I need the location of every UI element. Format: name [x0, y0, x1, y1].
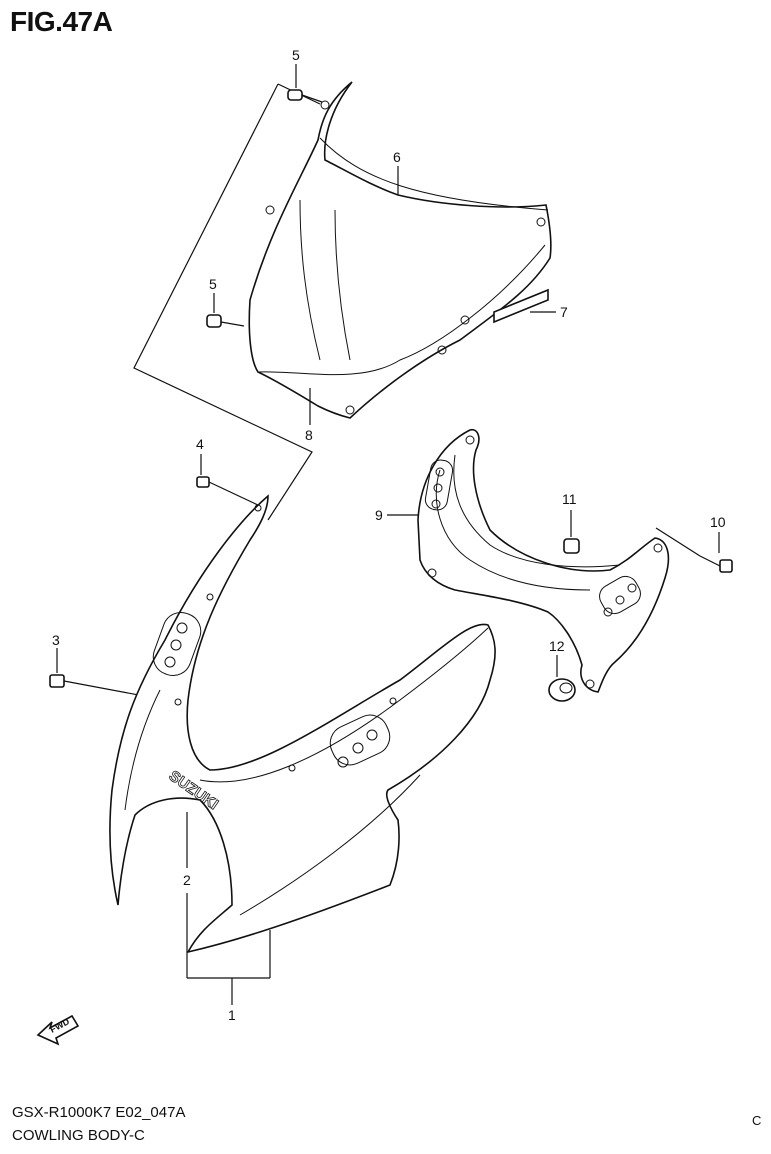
bolt-4: [196, 454, 261, 507]
part-1-bracket: [186, 812, 271, 1005]
callout-1: 1: [228, 1007, 236, 1023]
nut-11: [563, 510, 580, 554]
callout-8: 8: [305, 427, 313, 443]
windscreen-part: [248, 81, 552, 419]
callout-3: 3: [52, 632, 60, 648]
callout-12: 12: [549, 638, 565, 654]
bolt-3: [49, 648, 177, 703]
edge-character: C: [752, 1113, 762, 1128]
bolt-10: [655, 527, 733, 573]
tape-7: [493, 288, 556, 324]
callout-10: 10: [710, 514, 726, 530]
callout-5-mid: 5: [209, 276, 217, 292]
callout-9: 9: [375, 507, 383, 523]
screw-5-top: [287, 64, 323, 103]
callout-11: 11: [562, 491, 577, 507]
model-code: GSX-R1000K7 E02_047A: [12, 1104, 186, 1121]
figure-title: FIG.47A: [10, 6, 113, 37]
callout-2: 2: [183, 872, 191, 888]
callout-5-top: 5: [292, 47, 300, 63]
callout-7: 7: [560, 304, 568, 320]
forward-arrow-icon: FWD: [36, 1014, 80, 1046]
windscreen-group-bracket: [133, 83, 313, 521]
section-name: COWLING BODY-C: [12, 1127, 145, 1144]
cowling-bracket-part: [387, 428, 670, 693]
screw-5-mid: [206, 293, 245, 328]
cowling-body-part: SUZUKI: [109, 494, 496, 954]
callout-6: 6: [393, 149, 401, 165]
grommet-12: [548, 655, 576, 702]
callout-4: 4: [196, 436, 204, 452]
